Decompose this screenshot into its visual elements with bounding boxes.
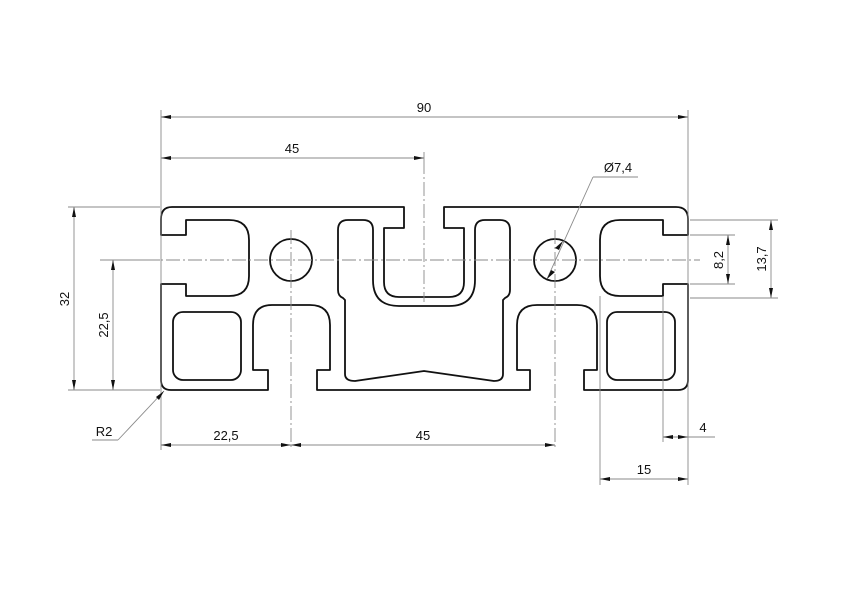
dim-slot-depth: 15 [637,462,651,477]
dim-hole-spacing: 45 [416,428,430,443]
dim-center-height: 22,5 [96,312,111,337]
dim-left-to-hole: 22,5 [213,428,238,443]
dimension-lines [68,110,778,485]
center-lines [100,160,700,450]
dim-half-width: 45 [285,141,299,156]
dim-overall-width: 90 [417,100,431,115]
dim-overall-height: 32 [57,292,72,306]
dim-hole-diameter: Ø7,4 [604,160,632,175]
profile-outline [160,206,689,391]
center-cavity [337,219,511,382]
dim-slot-opening: 8,2 [711,251,726,269]
outer-contour [160,206,689,391]
dim-wall-thickness: 4 [699,420,706,435]
dim-slot-width: 13,7 [754,246,769,271]
left-square-cavity [172,311,242,381]
dim-corner-radius: R2 [96,424,113,439]
dimension-labels: 90 45 Ø7,4 32 22,5 R2 22,5 45 4 15 8,2 1… [57,100,769,477]
right-square-cavity [606,311,676,381]
